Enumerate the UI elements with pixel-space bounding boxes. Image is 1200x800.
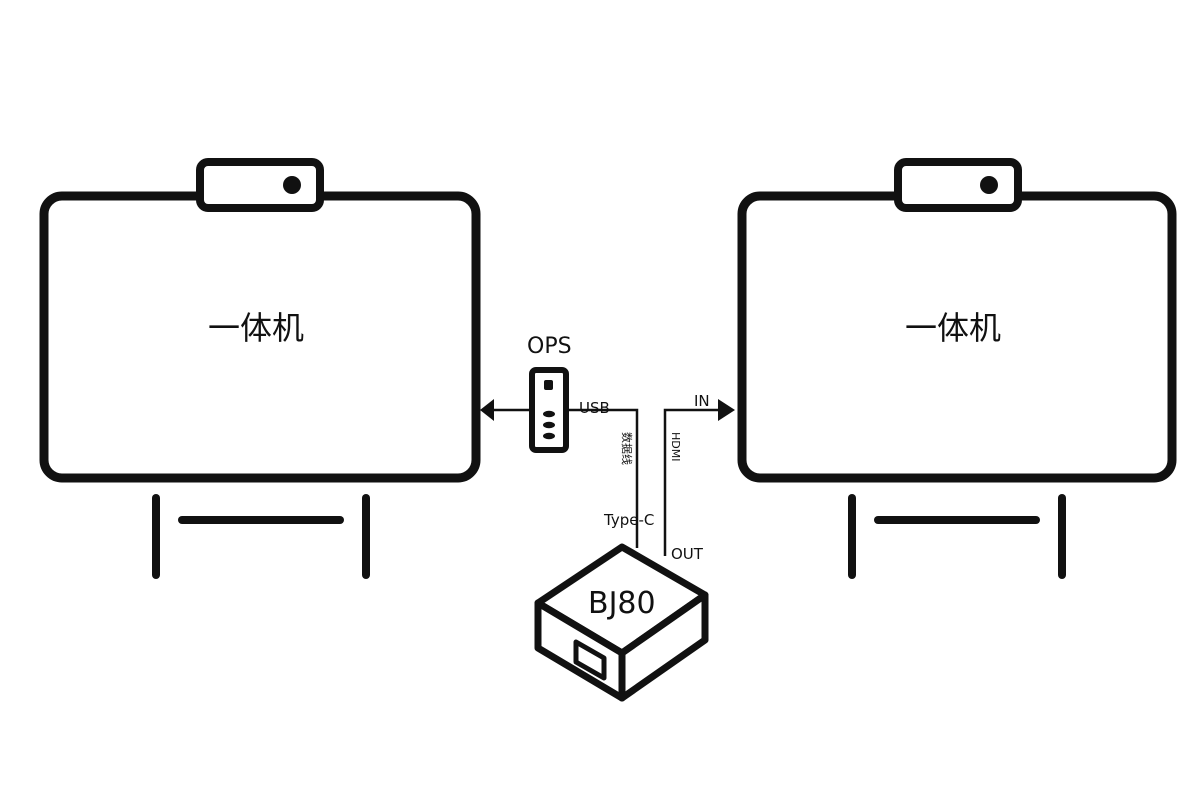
right-display [737, 158, 1177, 579]
ops-button-icon [543, 410, 555, 418]
type-c-port-label: Type-C [604, 511, 655, 529]
connection-lines [493, 408, 720, 556]
left-display-label: 一体机 [208, 309, 305, 347]
usb-port-label: USB [579, 399, 610, 417]
bj80-box [534, 543, 709, 702]
bj80-box-right-face [618, 591, 709, 702]
right-camera-lens-icon [980, 176, 998, 194]
hdmi-cable-line [663, 408, 720, 556]
data-cable-label: 数据线 [620, 432, 633, 465]
left-display [39, 158, 481, 579]
left-camera-lens-icon [283, 176, 301, 194]
ops-module [529, 367, 569, 453]
right-camera-icon [894, 158, 1022, 212]
ops-button-icon [543, 432, 555, 440]
bj80-label: BJ80 [588, 586, 656, 621]
bj80-port-icon [573, 639, 607, 681]
left-camera-icon [196, 158, 324, 212]
ops-module-body [529, 367, 569, 453]
usb-data-cable-line [566, 408, 639, 548]
out-port-label: OUT [671, 545, 703, 563]
ops-led-icon [544, 380, 553, 390]
hdmi-cable-label: HDMI [669, 432, 682, 462]
arrow-right-icon [718, 399, 735, 421]
ops-label: OPS [527, 334, 572, 359]
right-display-label: 一体机 [905, 309, 1002, 347]
arrow-left-icon [480, 399, 494, 421]
in-port-label: IN [694, 392, 710, 410]
ops-button-icon [543, 421, 555, 429]
